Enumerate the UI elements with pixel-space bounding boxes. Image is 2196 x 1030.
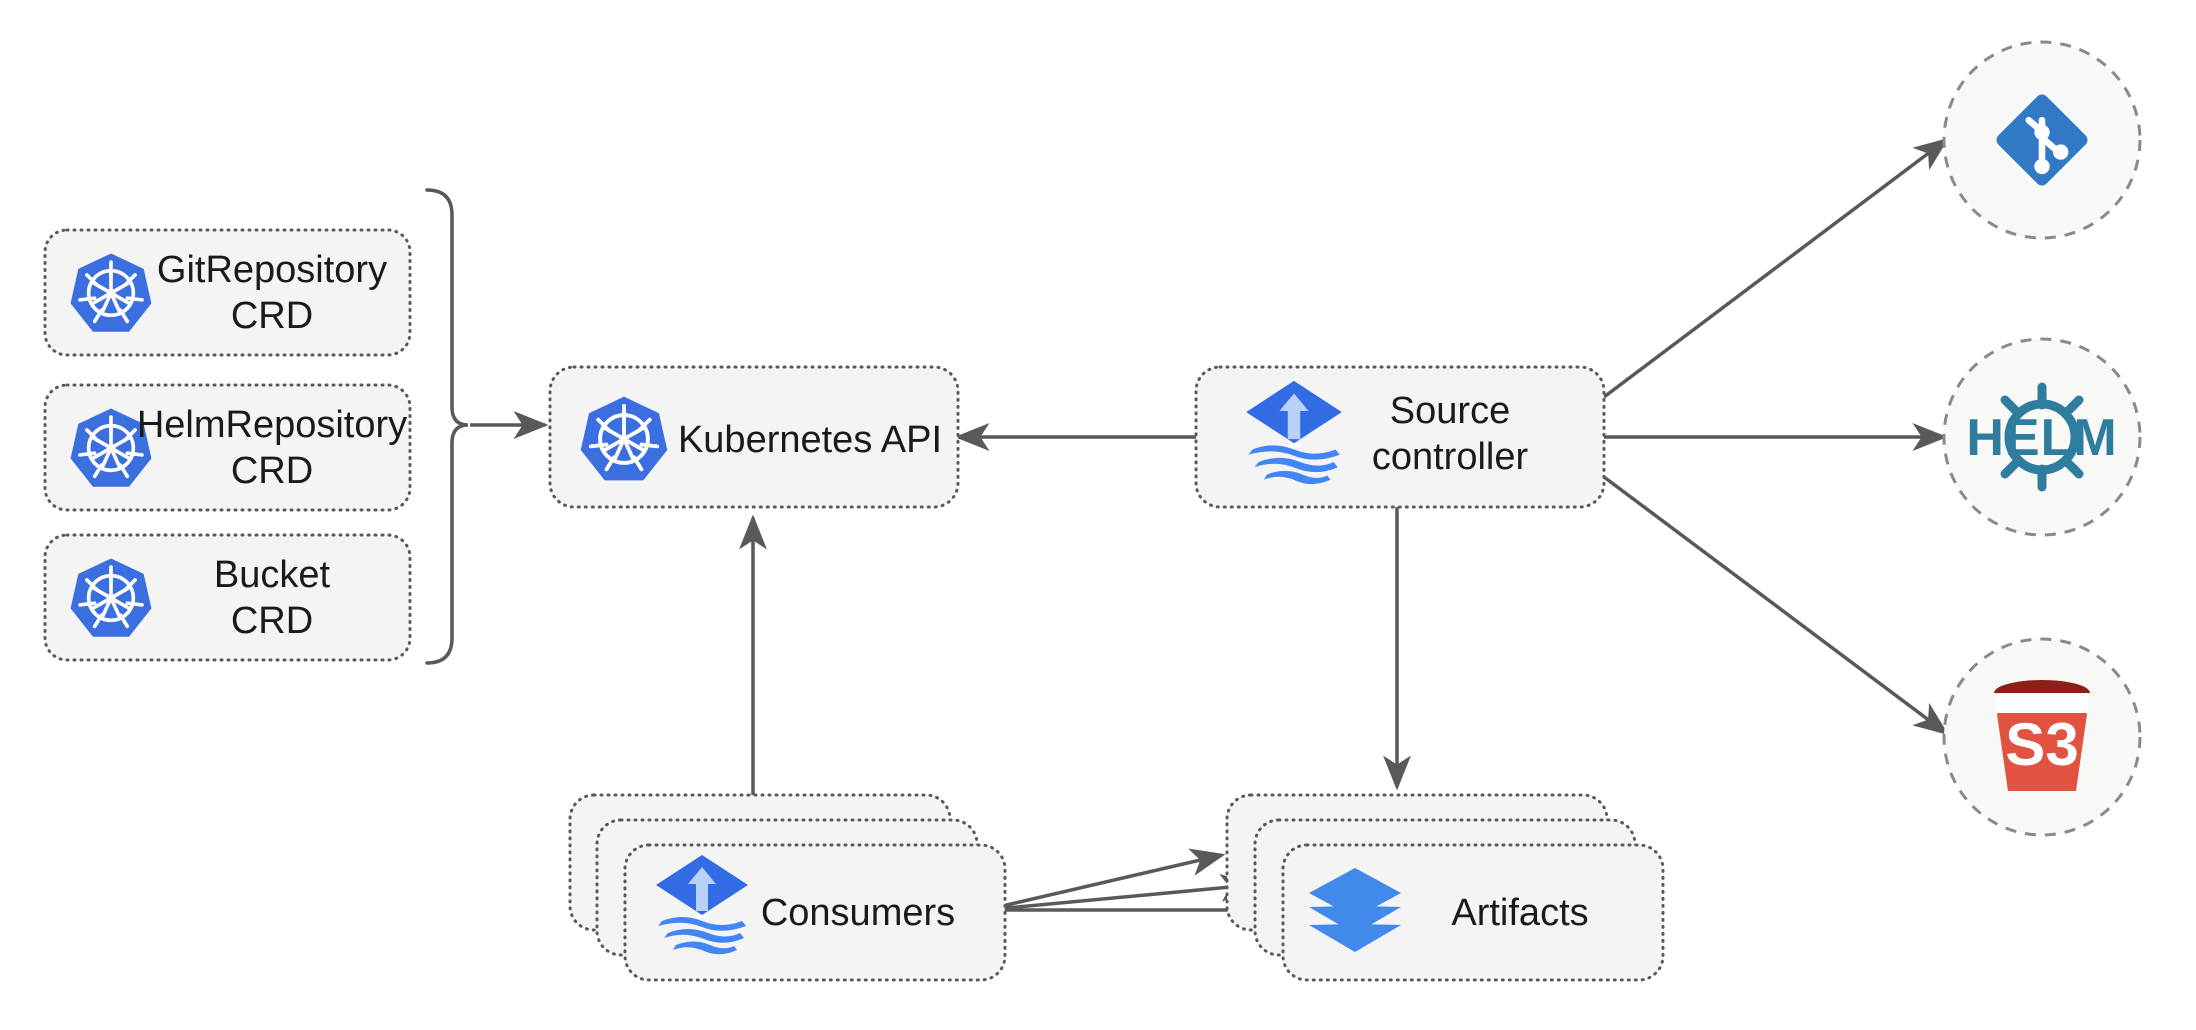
node-label: Artifacts (1451, 892, 1588, 934)
crd-label-line2: CRD (231, 295, 313, 337)
node-label-line1: Source (1390, 390, 1510, 432)
crd-group: GitRepository CRD HelmRepository CRD Buc… (43, 228, 412, 662)
node-source-controller[interactable]: Source controller (1194, 365, 1606, 509)
helm-label: HELM (1966, 409, 2117, 467)
crd-card-helmrepository[interactable]: HelmRepository CRD (43, 383, 412, 512)
s3-label: S3 (2005, 711, 2078, 778)
external-source-s3[interactable]: S3 (1942, 637, 2142, 837)
crd-label-line1: GitRepository (157, 249, 387, 291)
node-label-line2: controller (1372, 436, 1529, 478)
node-label: Consumers (761, 892, 955, 934)
node-label: Kubernetes API (678, 419, 942, 461)
connection-arrows (470, 137, 1949, 924)
crd-group-brace (425, 188, 469, 665)
crd-card-bucket[interactable]: Bucket CRD (43, 533, 412, 662)
crd-card-gitrepository[interactable]: GitRepository CRD (43, 228, 412, 357)
external-source-helm[interactable]: HELM (1942, 337, 2142, 537)
node-consumers[interactable]: Consumers (568, 793, 1007, 982)
node-kubernetes-api[interactable]: Kubernetes API (548, 365, 960, 509)
arrow-source-controller-to-s3 (1602, 475, 1949, 736)
arrow-source-controller-to-git (1602, 137, 1949, 399)
crd-label-line2: CRD (231, 600, 313, 642)
crd-card-background (43, 228, 412, 357)
source-circle-background (1942, 337, 2142, 537)
artifacts-stack-front (1281, 843, 1665, 982)
crd-card-background (43, 383, 412, 512)
crd-label-line2: CRD (231, 450, 313, 492)
node-artifacts[interactable]: Artifacts (1225, 793, 1665, 982)
external-source-git[interactable] (1942, 40, 2142, 240)
arrow-consumers-to-artifacts-2 (984, 873, 1256, 912)
arrow-consumers-to-artifacts-1 (984, 848, 1226, 912)
node-background (548, 365, 960, 509)
crd-label-line1: Bucket (214, 554, 331, 596)
crd-card-background (43, 533, 412, 662)
crd-label-line1: HelmRepository (137, 404, 407, 446)
